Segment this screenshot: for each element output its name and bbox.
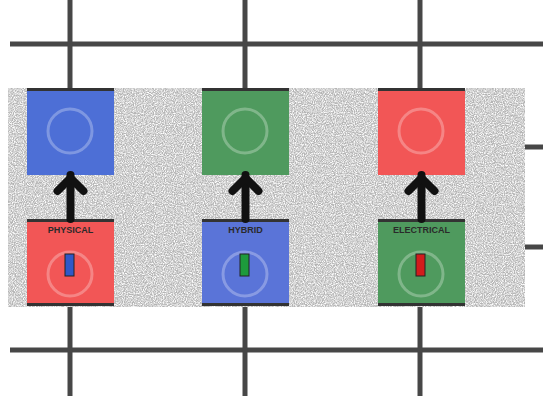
logo-ring	[48, 109, 92, 153]
mission-tile	[378, 88, 465, 175]
tile-label: ELECTRICAL	[378, 225, 465, 235]
mission-tile: HYBRID	[202, 219, 289, 306]
tile-logo	[378, 91, 465, 175]
tile-label: PHYSICAL	[27, 225, 114, 235]
game-piece	[416, 254, 425, 276]
game-piece	[240, 254, 249, 276]
tile-label: HYBRID	[202, 225, 289, 235]
logo-ring	[48, 252, 92, 296]
grey-mat	[8, 88, 525, 307]
arrow	[409, 175, 435, 219]
logo-ring	[399, 252, 443, 296]
game-piece	[65, 254, 74, 276]
mission-tile: PHYSICAL	[27, 219, 114, 306]
mission-tile	[27, 88, 114, 175]
mat-speckle	[8, 88, 525, 307]
arrow	[58, 175, 84, 219]
mission-tile: ELECTRICAL	[378, 219, 465, 306]
mission-tile	[202, 88, 289, 175]
logo-ring	[223, 252, 267, 296]
arrow	[233, 175, 259, 219]
logo-ring	[399, 109, 443, 153]
logo-ring	[223, 109, 267, 153]
tile-logo	[27, 91, 114, 175]
tile-logo	[202, 91, 289, 175]
